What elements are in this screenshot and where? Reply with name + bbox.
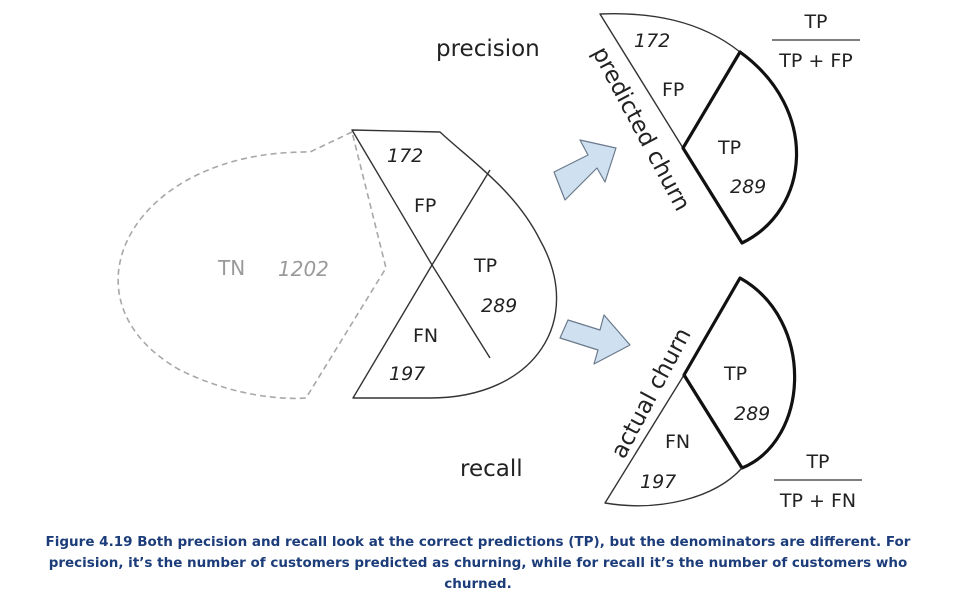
tn-dashed-outline xyxy=(117,130,387,400)
arrow-to-precision-icon xyxy=(553,139,617,201)
recall-formula-numerator: TP xyxy=(805,451,829,473)
divider-tp-fn xyxy=(431,264,491,359)
precision-fp-label: FP xyxy=(662,79,684,101)
arrow-to-recall-icon xyxy=(559,314,631,365)
recall-tp-fn-border xyxy=(682,374,744,469)
recall-fn-label: FN xyxy=(665,431,690,453)
figure-caption: Figure 4.19 Both precision and recall lo… xyxy=(45,534,911,592)
recall-title: recall xyxy=(460,456,523,482)
precision-tp-value: 289 xyxy=(730,176,766,198)
precision-tp-label: TP xyxy=(717,137,741,159)
precision-formula-numerator: TP xyxy=(803,11,827,33)
precision-title: precision xyxy=(436,36,540,62)
tp-label: TP xyxy=(473,255,497,277)
tn-region: TN 1202 xyxy=(117,130,387,400)
tn-value: 1202 xyxy=(278,257,329,281)
confusion-outline xyxy=(351,129,558,399)
fp-label: FP xyxy=(414,195,436,217)
recall-fn-region xyxy=(604,374,743,507)
fn-label: FN xyxy=(413,325,438,347)
precision-fp-value: 172 xyxy=(634,30,670,52)
fn-value: 197 xyxy=(389,363,425,385)
diagram: TN 1202 172 FP TP 289 FN 197 precision 1… xyxy=(117,11,862,512)
divider-fp-tp xyxy=(431,169,491,266)
recall-tp-label: TP xyxy=(723,363,747,385)
precision-tp-region xyxy=(681,50,799,245)
recall-tp-region xyxy=(682,276,797,470)
tp-value: 289 xyxy=(481,295,517,317)
recall-fn-value: 197 xyxy=(640,471,676,493)
precision-formula-denominator: TP + FP xyxy=(778,50,852,72)
fp-value: 172 xyxy=(387,145,423,167)
recall-tp-value: 289 xyxy=(734,403,770,425)
tn-label: TN xyxy=(217,256,245,280)
confusion-shape: 172 FP TP 289 FN 197 xyxy=(351,129,558,399)
recall-formula-denominator: TP + FN xyxy=(779,490,856,512)
